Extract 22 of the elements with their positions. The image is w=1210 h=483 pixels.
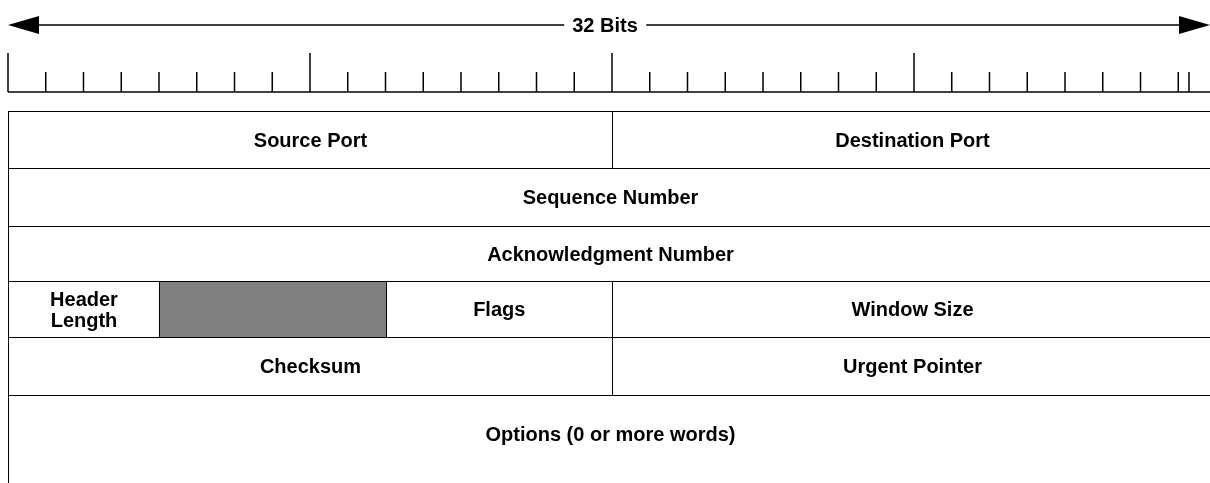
field-label: Acknowledgment Number: [487, 241, 734, 267]
header-field: [8, 281, 159, 337]
field-label: Source Port: [253, 127, 368, 153]
header-field: [385, 281, 612, 337]
bit-width-label: 32 Bits: [564, 15, 646, 35]
header-field: [8, 337, 612, 395]
field-label: Urgent Pointer: [843, 354, 982, 379]
header-field: [8, 395, 1210, 483]
field-label: Sequence Number: [522, 185, 699, 210]
field-label: Destination Port: [835, 127, 990, 153]
field-label: Options (0 or more words): [485, 422, 736, 447]
field-label: Flags: [473, 297, 526, 322]
header-field: [8, 168, 1210, 226]
header-field: [8, 226, 1210, 281]
field-label: Header Length: [49, 288, 119, 331]
header-field: [612, 281, 1210, 337]
field-label: Checksum: [259, 354, 362, 379]
header-field: [612, 111, 1210, 168]
reserved-field: [159, 281, 386, 337]
field-label: Window Size: [851, 297, 974, 322]
header-field: [612, 337, 1210, 395]
header-field: [8, 111, 612, 168]
